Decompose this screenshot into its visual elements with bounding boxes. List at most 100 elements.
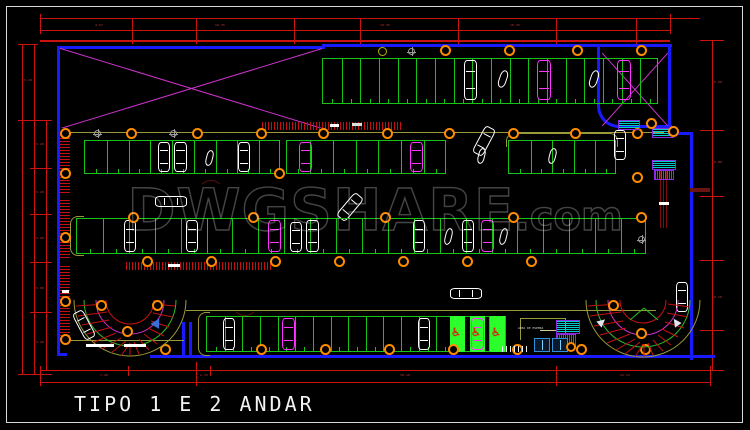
car-standard[interactable] [124,220,136,252]
bay-wheel-stop [575,99,576,103]
car-standard[interactable] [306,220,319,252]
dimension-line-top-inner [40,30,670,31]
dimension-tick [30,312,52,313]
dimension-tick [30,262,52,263]
bay-divider [237,141,239,173]
car-standard[interactable] [462,220,474,252]
bay-divider [365,317,367,351]
car-standard-angled[interactable] [471,124,497,158]
car-standard[interactable] [174,142,187,172]
car-highlighted[interactable] [299,142,312,172]
bay-wheel-stop [563,169,564,173]
accessible-parking-stall[interactable] [490,316,505,352]
dimension-tick [700,40,724,41]
bay-wheel-stop [117,169,119,173]
dimension-text: 6.80 [714,160,723,164]
column-marker [122,326,133,337]
wall-hatch-bottom-mid [126,262,272,270]
wall-opening-marker [330,124,339,127]
column-marker [646,118,657,129]
dimension-line-bottom-2 [40,382,710,383]
bay-wheel-stop [649,99,651,103]
bay-wheel-stop [445,347,447,351]
bay-divider [378,141,380,173]
mid-upper-left-row[interactable] [84,140,280,174]
bottom-parking-row[interactable] [206,316,506,352]
bay-divider [332,141,334,173]
car-highlighted[interactable] [410,142,423,172]
car-standard-aisle[interactable] [155,196,187,207]
car-standard[interactable] [614,130,626,160]
bay-wheel-stop [500,99,502,103]
wall-opening-marker [352,123,362,126]
column-marker [384,344,395,355]
dimension-tick [18,44,38,45]
wall-notch-bottomleft [150,322,192,358]
car-standard[interactable] [676,282,688,312]
perimeter-wall-right-lower [690,132,693,360]
car-highlighted[interactable] [471,318,484,350]
column-marker [608,300,619,311]
bay-wheel-stop [219,249,221,253]
car-standard[interactable] [418,318,430,350]
bay-divider [509,59,511,103]
top-parking-row[interactable] [322,58,658,104]
dimension-tick [30,168,52,169]
bay-wheel-stop [519,99,520,103]
bay-divider [595,141,597,173]
car-highlighted[interactable] [537,60,551,100]
column-marker [96,300,107,311]
perimeter-wall-bottom [185,355,715,358]
bay-wheel-stop [584,169,586,173]
mid-upper-right-row[interactable] [286,140,446,174]
car-standard[interactable] [223,318,235,350]
guide-line-lower [186,310,656,311]
column-marker [318,128,329,139]
column-marker [572,45,583,56]
car-standard[interactable] [413,220,425,252]
bay-divider [401,141,403,173]
bay-divider [491,59,492,103]
bay-divider [258,219,260,253]
column-marker [192,128,203,139]
column-marker [256,128,267,139]
bay-wheel-stop [435,169,437,173]
accessible-parking-stall[interactable] [470,316,485,352]
car-standard[interactable] [290,222,302,252]
bay-divider [277,317,279,351]
bay-divider [547,59,548,103]
bay-wheel-stop [304,347,306,351]
dimension-tick [700,196,724,197]
car-highlighted[interactable] [617,60,631,100]
column-marker [126,128,137,139]
car-standard[interactable] [158,142,170,172]
mid-lower-row[interactable] [76,218,646,254]
bay-divider [106,141,108,173]
car-highlighted[interactable] [481,220,494,252]
column-marker [526,256,537,267]
column-marker [128,212,139,223]
bay-divider [595,219,597,253]
column-marker [274,168,285,179]
bay-wheel-stop [504,249,506,253]
car-standard[interactable] [238,142,250,172]
bay-divider [528,59,530,103]
car-highlighted[interactable] [268,220,281,252]
wall-opening-marker [659,202,669,205]
column-marker [668,126,679,137]
wall-hatch-left-mid [60,200,70,260]
car-standard[interactable] [464,60,477,100]
car-highlighted[interactable] [282,318,295,350]
car-standard-aisle[interactable] [450,288,482,299]
column-marker [152,300,163,311]
car-standard[interactable] [186,220,198,252]
stair-core [502,346,528,352]
column-marker [60,128,71,139]
column-marker-crosshair [169,129,178,138]
accessible-parking-stall[interactable] [450,316,465,352]
column-marker [444,128,455,139]
bay-wheel-stop [631,99,632,103]
bay-divider [489,317,491,351]
floor-arc [198,180,224,206]
bay-wheel-stop [367,169,368,173]
